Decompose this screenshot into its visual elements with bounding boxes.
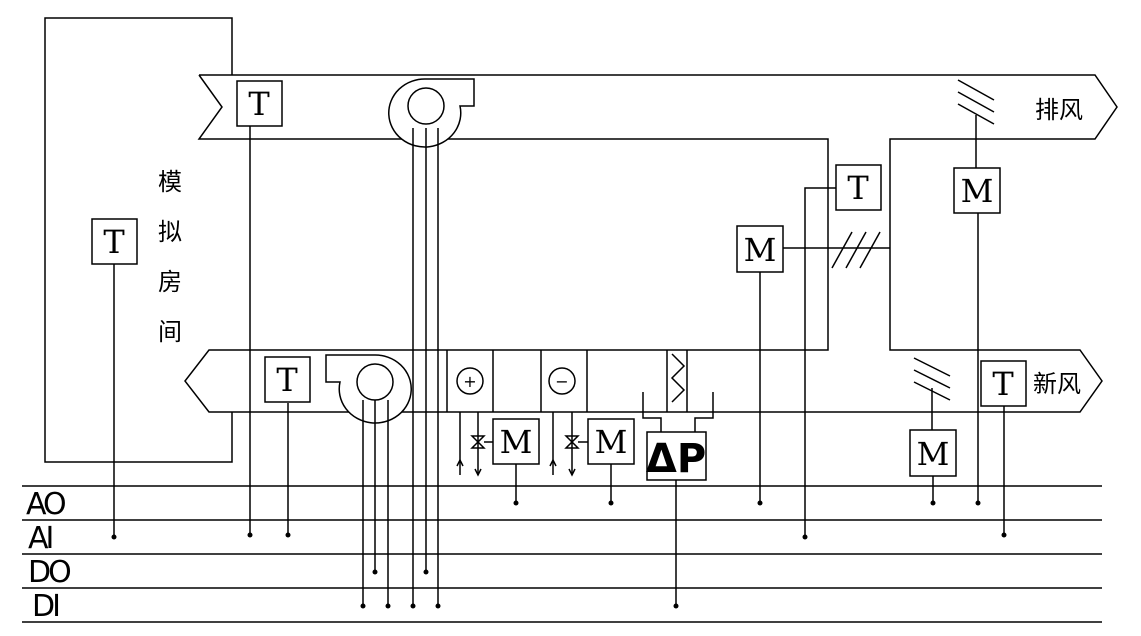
heating-coil: + [456,367,484,395]
connection-dots [111,500,1007,609]
room-label-char: 拟 [158,218,182,246]
cooling-valve [549,412,589,477]
exhaust-damper-actuator: M [953,167,1001,214]
actuator-label: M [961,172,994,210]
air-filter [670,353,686,403]
return-air-temperature-sensor: T [236,80,283,127]
signal-wiring [113,126,1005,606]
bus-label-ai: AI [28,521,52,556]
exhaust-damper [957,79,995,168]
differential-pressure-switch: ΔP [646,431,707,482]
sensor-label: T [847,169,869,207]
sensor-label: T [276,361,298,399]
actuator-label: M [917,435,950,473]
mixed-air-temperature-sensor: T [835,164,882,211]
heating-coil-symbol: + [463,372,476,391]
fresh-air-label: 新风 [1033,370,1081,398]
mixing-damper [782,231,890,269]
bus-label-do: DO [28,555,70,590]
air-handling-duct [184,74,1118,413]
fresh-air-damper [913,357,951,430]
heating-valve [456,412,493,477]
room-label-char: 房 [158,268,182,296]
sensor-label: T [992,365,1014,403]
actuator-label: M [595,423,628,461]
sensor-label: T [248,85,270,123]
bus-lines [22,485,1102,623]
bus-label-ao: AO [26,487,65,522]
exhaust-air-label: 排风 [1035,96,1083,124]
dp-taps [642,392,714,432]
heating-valve-actuator: M [492,418,540,465]
simulated-room: 模 拟 房 间 [44,17,233,463]
room-label-char: 模 [158,168,182,196]
supply-fan [325,354,412,424]
return-fan [388,78,475,148]
sensor-label: T [103,223,125,261]
fresh-air-temperature-sensor: T [980,360,1027,407]
cooling-valve-actuator: M [587,418,635,465]
supply-air-temperature-sensor: T [264,356,311,403]
cooling-coil: − [548,367,576,395]
bus-label-di: DI [32,589,58,624]
mixing-damper-actuator: M [736,225,784,273]
room-label-char: 间 [158,318,182,346]
dp-label: ΔP [646,436,706,482]
room-temperature-sensor: T [91,218,138,265]
actuator-label: M [744,231,777,269]
actuator-label: M [500,423,533,461]
fresh-damper-actuator: M [909,429,957,477]
cooling-coil-symbol: − [555,372,568,391]
